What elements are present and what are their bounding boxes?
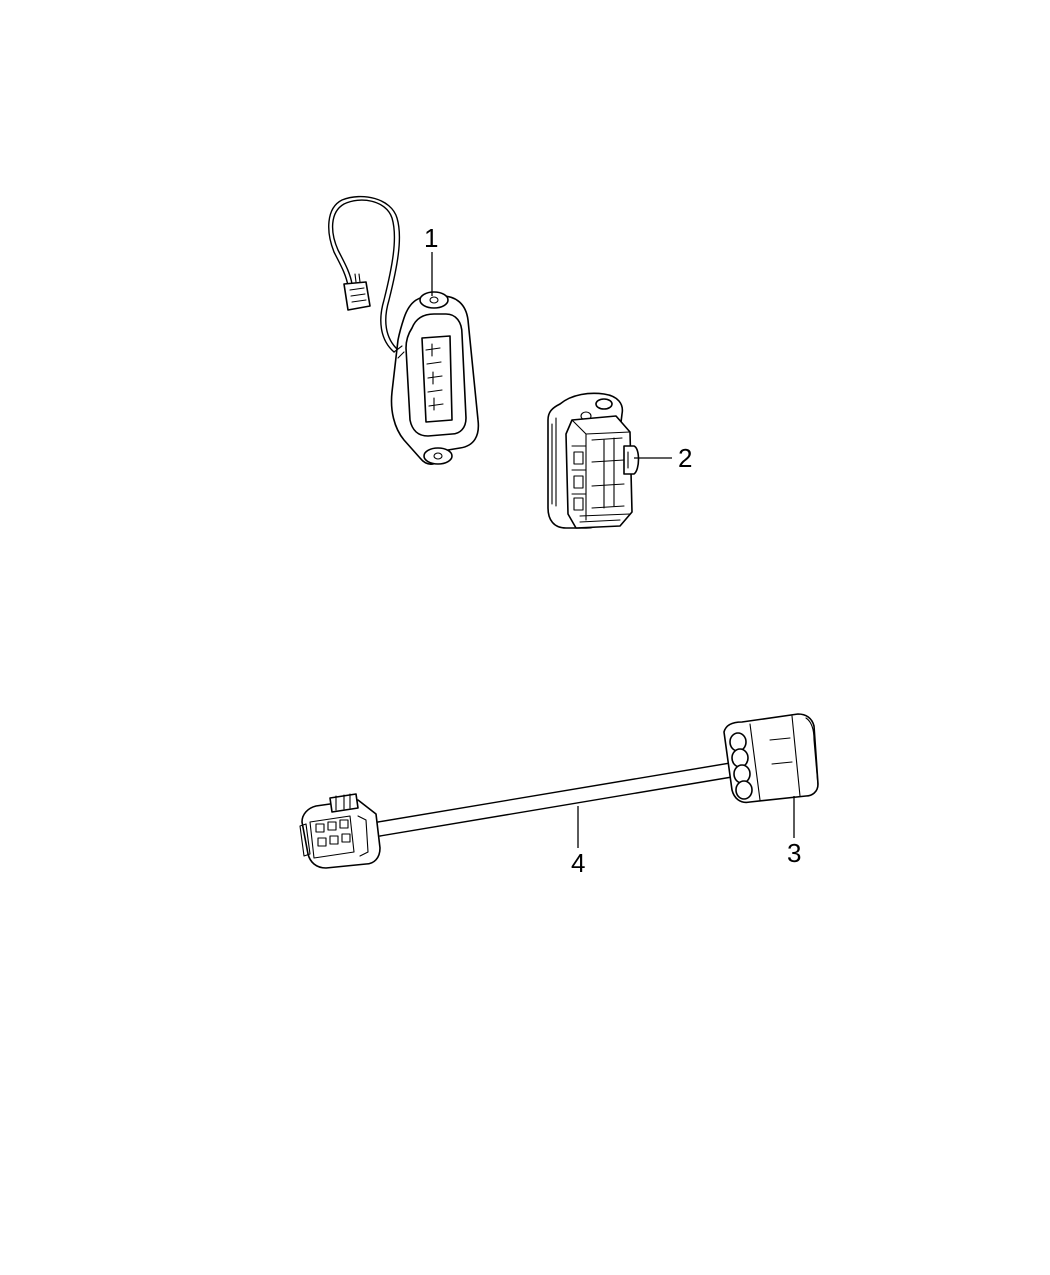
callout-4: 4 — [571, 806, 585, 878]
part-2-switch-module[interactable] — [547, 392, 640, 529]
callout-label-2: 2 — [678, 443, 692, 473]
callout-1: 1 — [424, 223, 438, 296]
callout-label-4: 4 — [571, 848, 585, 878]
part-1-bezel-with-pigtail[interactable] — [328, 195, 480, 465]
callout-2: 2 — [634, 443, 692, 473]
part-3-connector[interactable] — [723, 713, 819, 804]
callout-label-3: 3 — [787, 838, 801, 868]
part-4-jumper-harness[interactable] — [299, 761, 739, 869]
callout-3: 3 — [787, 796, 801, 868]
callout-label-1: 1 — [424, 223, 438, 253]
